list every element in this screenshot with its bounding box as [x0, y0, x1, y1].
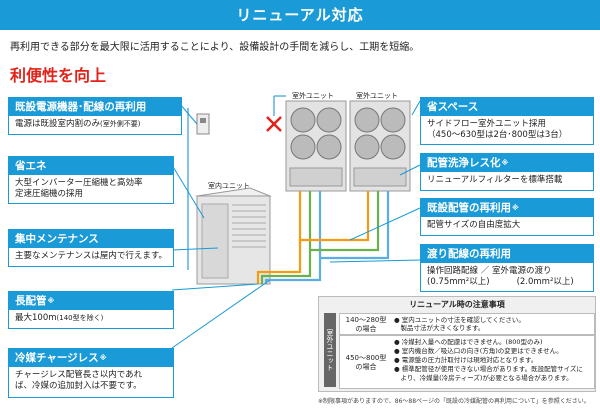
feature-box-wiring-reuse: 渡り配線の再利用 操作回路配線 ／ 室外電源の渡り (0.75mm²以上) (2… [420, 244, 594, 292]
feature-title: 配管洗浄レス化 [427, 157, 501, 169]
footnote-mark: ※ [512, 204, 519, 212]
feature-title: 既設電源機器･配線の再利用 [9, 98, 181, 116]
feature-box-pipe-reuse: 既設配管の再利用※ 配管サイズの自由度拡大 [420, 198, 594, 236]
notes-line: ● 標準配管径が使用できない場合があります。既設配管サイズに [394, 365, 583, 373]
feature-box-space: 省スペース サイドフロー室外ユニット採用 （450～630型は2台･800型は3… [420, 97, 594, 145]
footnote-mark: ※ [501, 159, 509, 167]
feature-title: 既設配管の再利用 [427, 202, 511, 214]
feature-text: リニューアルフィルターを標準搭載 [427, 175, 563, 185]
notes-panel: リニューアル時の注意事項 室外ユニット 140～280型 の場合 ● 室内ユニッ… [318, 296, 596, 392]
footnote-mark: ※ [99, 354, 107, 362]
separator: ／ [480, 266, 490, 276]
indoor-unit [195, 187, 272, 285]
feature-text: 電源は既設室内割のみ [15, 119, 101, 129]
feature-text: 定速圧縮機の採用 [15, 189, 84, 199]
feature-title: 集中メンテナンス [9, 230, 173, 248]
notes-line: より、冷媒量(冷房ティーズ)が必要となる場合があります。 [394, 374, 573, 382]
outdoor-unit-2 [349, 100, 411, 192]
notes-side-label: 室外ユニット [324, 313, 336, 387]
outdoor-unit-1 [285, 100, 347, 192]
feature-title: 渡り配線の再利用 [421, 245, 593, 263]
feature-note: (140型を除く) [56, 314, 104, 322]
feature-text: チャージレス配管長さ以内であれ [15, 370, 143, 380]
notes-line: ● 室内ユニットの寸法を確認してください。 [394, 316, 525, 324]
notes-title: リニューアル時の注意事項 [409, 300, 505, 309]
feature-title: 省エネ [9, 157, 173, 175]
feature-text: (0.75mm²以上) [427, 277, 490, 287]
feature-text: 室外電源の渡り [491, 266, 552, 276]
feature-text: ば、冷媒の追加封入は不要です。 [15, 381, 142, 391]
feature-box-power: 既設電源機器･配線の再利用 電源は既設室内割のみ(室外側不要) [8, 97, 182, 135]
feature-note: (室外側不要) [100, 120, 141, 128]
feature-text: 最大100m [15, 313, 57, 323]
footnote-mark: ※ [47, 297, 55, 305]
feature-text: 操作回路配線 [427, 266, 479, 276]
section-title: 利便性を向上 [10, 66, 107, 85]
feature-box-washless: 配管洗浄レス化※ リニューアルフィルターを標準搭載 [420, 153, 594, 191]
notes-row-label: 450～800型 の場合 [345, 354, 387, 371]
notes-row-label: 140～280型 の場合 [345, 316, 387, 333]
feature-text: 主要なメンテナンスは屋内で行えます。 [15, 251, 167, 261]
notes-line: ● 冷媒封入量への配慮はできません。(800型のみ) [394, 338, 543, 346]
notes-line: ● 電源盤の圧力計取付けは現地対応となります。 [394, 356, 538, 364]
footnote: ※制限事項がありますので、86～88ページの「既設の冷媒配管の再利用について」を… [318, 398, 590, 405]
header-bar [0, 0, 600, 30]
intro-text: 再利用できる部分を最大限に活用することにより、設備設計の手間を減らし、工期を短縮… [10, 42, 420, 53]
notes-line: ● 室内機台数／吸込口の向き(方角)の変更はできません。 [394, 347, 563, 355]
feature-title: 省スペース [421, 98, 593, 116]
feature-box-chargeless: 冷媒チャージレス※ チャージレス配管長さ以内であれ ば、冷媒の追加封入は不要です… [8, 348, 174, 398]
feature-title: 冷媒チャージレス [15, 352, 99, 364]
indoor-unit-label: 室内ユニット [208, 182, 250, 190]
notes-line: 製品寸法が大きくなります。 [394, 324, 485, 332]
breaker-box [196, 113, 210, 135]
feature-text: 配管サイズの自由度拡大 [427, 220, 521, 230]
feature-box-eco: 省エネ 大型インバーター圧縮機と高効率 定速圧縮機の採用 [8, 156, 174, 204]
feature-text: （450～630型は2台･800型は3台） [427, 130, 568, 140]
notes-row-450-800: 450～800型 の場合 ● 冷媒封入量への配慮はできません。(800型のみ) … [339, 335, 595, 389]
feature-box-long-pipe: 長配管※ 最大100m(140型を除く) [8, 291, 174, 329]
notes-row-140-280: 140～280型 の場合 ● 室内ユニットの寸法を確認してください。 製品寸法が… [339, 313, 595, 335]
feature-title: 長配管 [15, 295, 47, 307]
page-title: リニューアル対応 [236, 6, 364, 24]
feature-text: サイドフロー室外ユニット採用 [427, 119, 547, 129]
feature-text: 大型インバーター圧縮機と高効率 [15, 178, 143, 188]
feature-box-maintenance: 集中メンテナンス 主要なメンテナンスは屋内で行えます。 [8, 229, 174, 267]
no-outdoor-power-mark [266, 116, 282, 132]
outdoor-unit-label-1: 室外ユニット [292, 92, 334, 100]
outdoor-unit-label-2: 室外ユニット [356, 92, 398, 100]
feature-text: (2.0mm²以上) [516, 277, 574, 287]
